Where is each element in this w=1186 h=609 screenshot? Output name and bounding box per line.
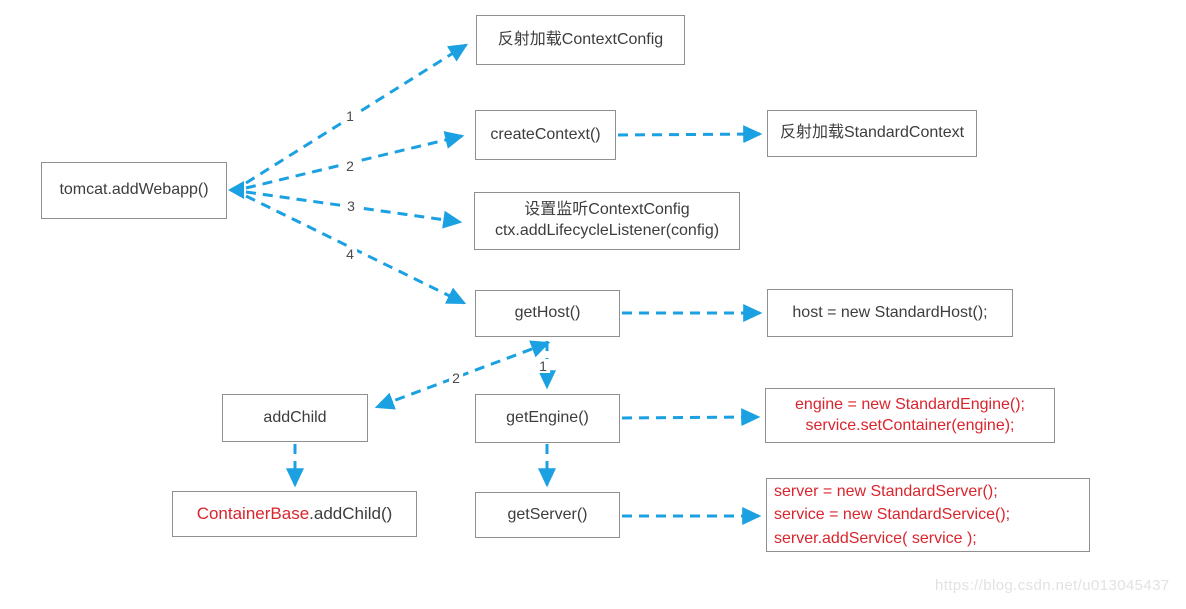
node-host-new-standardhost: host = new StandardHost(); bbox=[767, 289, 1013, 337]
node-server-new-standardserver: server = new StandardServer(); service =… bbox=[766, 478, 1090, 552]
node-listen-contextconfig: 设置监听ContextConfig ctx.addLifecycleListen… bbox=[474, 192, 740, 250]
listen-contextconfig-line2: ctx.addLifecycleListener(config) bbox=[494, 222, 720, 239]
node-tomcat-addwebapp: tomcat.addWebapp() bbox=[41, 162, 227, 219]
edge-label-fan-3: 3 bbox=[344, 199, 358, 213]
containerbase-dark-text: .addChild() bbox=[309, 503, 393, 523]
server-code-line3: server.addService( service ); bbox=[774, 529, 977, 547]
server-code-line1: server = new StandardServer(); bbox=[774, 483, 998, 501]
edge-getengine-to-engine-new bbox=[621, 408, 761, 427]
edge-tomcat-to-reflect-contextconfig bbox=[245, 43, 469, 185]
node-engine-new-standardengine: engine = new StandardEngine(); service.s… bbox=[765, 388, 1055, 443]
edge-label-fan-2: 2 bbox=[343, 159, 357, 173]
node-gethost: getHost() bbox=[475, 290, 620, 337]
edge-label-fan-4: 4 bbox=[343, 247, 357, 261]
server-code-line2: service = new StandardService(); bbox=[774, 506, 1011, 524]
node-reflect-load-contextconfig: 反射加载ContextConfig bbox=[476, 15, 685, 65]
listen-contextconfig-line1: 设置监听ContextConfig bbox=[524, 201, 690, 219]
arrowhead-into-tomcat-icon bbox=[228, 181, 244, 199]
containerbase-red-text: ContainerBase bbox=[196, 503, 310, 523]
node-getserver: getServer() bbox=[475, 492, 620, 538]
edge-label-host-addchild: 2 bbox=[449, 371, 463, 385]
node-reflect-load-standardcontext: 反射加载StandardContext bbox=[767, 110, 977, 157]
csdn-watermark: https://blog.csdn.net/u013045437 bbox=[935, 577, 1170, 594]
edge-createcontext-to-standardcontext bbox=[617, 125, 763, 144]
node-containerbase-addchild: ContainerBase.addChild() bbox=[172, 491, 417, 537]
edge-label-host-engine: 1 bbox=[536, 359, 550, 373]
node-createcontext: createContext() bbox=[475, 110, 616, 160]
node-addchild: addChild bbox=[222, 394, 368, 442]
engine-code-line1: engine = new StandardEngine(); bbox=[795, 395, 1025, 413]
engine-code-line2: service.setContainer(engine); bbox=[805, 416, 1015, 434]
edge-label-fan-1: 1 bbox=[343, 109, 357, 123]
node-getengine: getEngine() bbox=[475, 394, 620, 443]
